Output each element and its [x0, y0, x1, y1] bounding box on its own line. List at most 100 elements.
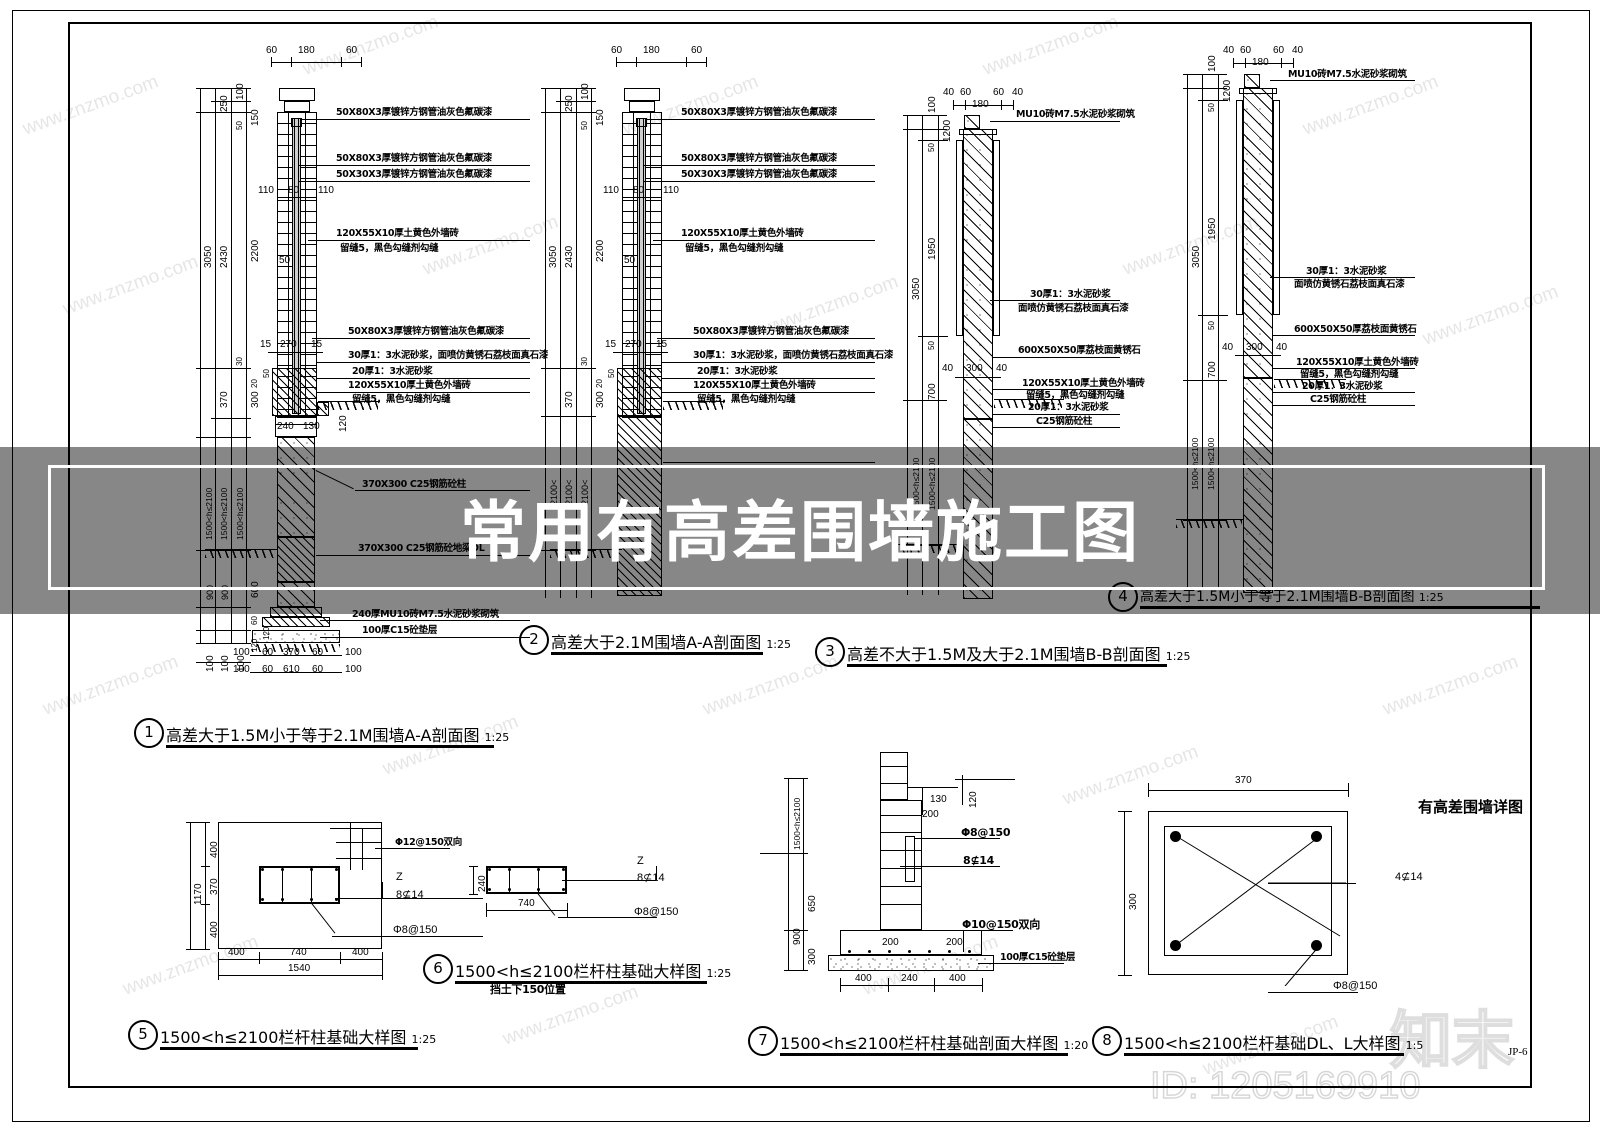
detail-4-caption: 高差大于1.5M小于等于2.1M围墙B-B剖面图 1:25 — [1140, 586, 1444, 606]
detail-8-scale: 1:5 — [1405, 1039, 1424, 1052]
dim-110-l: 110 — [258, 185, 274, 196]
dim-180-top: 180 — [298, 45, 315, 56]
d8-note-1: 4⊈14 — [1395, 871, 1423, 883]
d4-m40l: 40 — [1222, 342, 1234, 353]
d4-50a: 50 — [1207, 103, 1216, 112]
d5-b400r: 400 — [352, 947, 369, 958]
d4-180: 180 — [1252, 57, 1269, 68]
note-1-4: 120X55X10厚土黄色外墙砖 — [336, 228, 459, 239]
d8-300: 300 — [1128, 893, 1139, 910]
d7-650: 650 — [807, 895, 818, 912]
detail-3-caption-text: 高差不大于1.5M及大于2.1M围墙B-B剖面图 — [847, 645, 1161, 664]
note-1-11: 370X300 C25钢筋砼柱 — [362, 479, 466, 490]
d8-rebar-tr — [1311, 831, 1322, 842]
d5-b400l: 400 — [228, 947, 245, 958]
detail-8-caption: 1500<h≤2100栏杆基础DL、L大样图 1:5 — [1124, 1030, 1423, 1054]
d3-40l: 40 — [943, 87, 955, 98]
site-id-watermark: ID: 1205169910 — [1149, 1064, 1421, 1108]
d3-60r: 60 — [993, 87, 1005, 98]
dim-15-r: 15 — [311, 339, 323, 350]
note-1-6: 50X80X3厚镀锌方钢管油灰色氟碳漆 — [348, 326, 505, 337]
d4-50b: 50 — [1207, 321, 1216, 330]
detail-4-caption-text: 高差大于1.5M小于等于2.1M围墙B-B剖面图 — [1140, 589, 1415, 605]
dim-60-top-left: 60 — [266, 45, 278, 56]
note-1-12: 370X300 C25钢筋砼地梁DL — [358, 543, 485, 554]
d2-50mid: 50 — [624, 255, 636, 266]
d5-370: 370 — [209, 878, 220, 895]
dim-2430: 2430 — [219, 245, 230, 268]
d4-700: 700 — [1207, 361, 1218, 378]
d2-note-1: 50X80X3厚镀锌方钢管油灰色氟碳漆 — [681, 107, 838, 118]
detail-6-caption-text: 1500<h≤2100栏杆柱基础大样图 — [455, 962, 702, 981]
d4-m40r: 40 — [1276, 342, 1288, 353]
detail-2-caption-text: 高差大于2.1M围墙A-A剖面图 — [551, 633, 762, 652]
dim-15-l: 15 — [260, 339, 272, 350]
note-1-1: 50X80X3厚镀锌方钢管油灰色氟碳漆 — [336, 107, 493, 118]
d4-60l: 60 — [1240, 45, 1252, 56]
d7-b240: 240 — [901, 973, 918, 984]
d4-note-3: 面喷仿黄锈石荔枝面真石漆 — [1294, 279, 1405, 290]
d7-b400l: 400 — [855, 973, 872, 984]
d3-50a: 50 — [927, 143, 936, 152]
dim-b1-60l: 60 — [262, 647, 274, 658]
d2-dim-250: 250 — [564, 95, 575, 112]
d4-note-6: 留缝5，黑色勾缝剂勾缝 — [1300, 369, 1399, 380]
d2-dim-180: 180 — [643, 45, 660, 56]
detail-8-caption-text: 1500<h≤2100栏杆基础DL、L大样图 — [1124, 1034, 1401, 1053]
dim-20: 20 — [250, 379, 259, 388]
d3-masonry-pier — [963, 129, 993, 419]
d7-120: 120 — [968, 791, 979, 808]
corner-detail-title: 有高差围墙详图 — [1418, 798, 1524, 816]
d5-note-3: 8⊈14 — [396, 889, 424, 901]
note-1-14: 100厚C15砼垫层 — [362, 625, 438, 636]
d8-rebar-bl — [1170, 940, 1181, 951]
d2-80: 80 — [633, 185, 645, 196]
dim-3050: 3050 — [203, 245, 214, 268]
d7-b400r: 400 — [949, 973, 966, 984]
d2-dim-3050: 3050 — [548, 245, 559, 268]
dim-b2-610: 610 — [283, 664, 300, 675]
d8-note-2: Φ8@150 — [1333, 980, 1378, 992]
d2-note-10: 留缝5，黑色勾缝剂勾缝 — [697, 394, 796, 405]
d3-note-8: C25钢筋砼柱 — [1036, 416, 1093, 427]
d7-column — [880, 800, 922, 930]
d2-dim-2200: 2200 — [595, 239, 606, 262]
detail-1-caption: 高差大于1.5M小于等于2.1M围墙A-A剖面图 1:25 — [166, 722, 509, 746]
site-mark-watermark: 知末 — [1389, 1003, 1515, 1078]
d8-rebar-br — [1311, 940, 1322, 951]
dim-60-top-right: 60 — [346, 45, 358, 56]
d2-dim-100: 100 — [580, 83, 591, 100]
dim-60: 60 — [250, 616, 259, 625]
d4-1200: 1200 — [1222, 79, 1233, 102]
d5-column-cage — [259, 866, 340, 904]
d3-m300: 300 — [966, 363, 983, 374]
dim-50: 50 — [235, 121, 244, 130]
d4-40r: 40 — [1292, 45, 1304, 56]
detail-4-bubble: 4 — [1108, 582, 1138, 612]
detail-6-subcaption: 挡土下150位置 — [490, 983, 566, 996]
d7-900: 900 — [792, 928, 803, 945]
d7-200c: 200 — [946, 937, 963, 948]
d7-200a: 200 — [922, 809, 939, 820]
d3-50b: 50 — [927, 341, 936, 350]
dim-150: 150 — [250, 109, 261, 126]
dim-130: 130 — [303, 421, 320, 432]
dim-120b: 120 — [262, 626, 271, 640]
d2-dim-50: 50 — [580, 121, 589, 130]
watermark-banner-title: 常用有高差围墙施工图 — [460, 494, 1140, 571]
d6-240: 240 — [477, 875, 488, 892]
d2-270: 270 — [625, 339, 642, 350]
d5-400b: 400 — [209, 921, 220, 938]
d7-depth: 1500<h≤2100 — [792, 797, 802, 850]
dim-110-r: 110 — [318, 185, 334, 196]
d3-40r: 40 — [1012, 87, 1024, 98]
d7-200b: 200 — [882, 937, 899, 948]
d8-section-outline — [1148, 811, 1348, 975]
d7-blinding — [828, 955, 994, 971]
d2-110r: 110 — [663, 185, 679, 196]
d5-note-4: Φ8@150 — [393, 924, 438, 936]
detail-5-bubble: 5 — [128, 1020, 158, 1050]
d7-footing-pad — [840, 930, 982, 955]
detail-3-bubble: 3 — [815, 637, 845, 667]
